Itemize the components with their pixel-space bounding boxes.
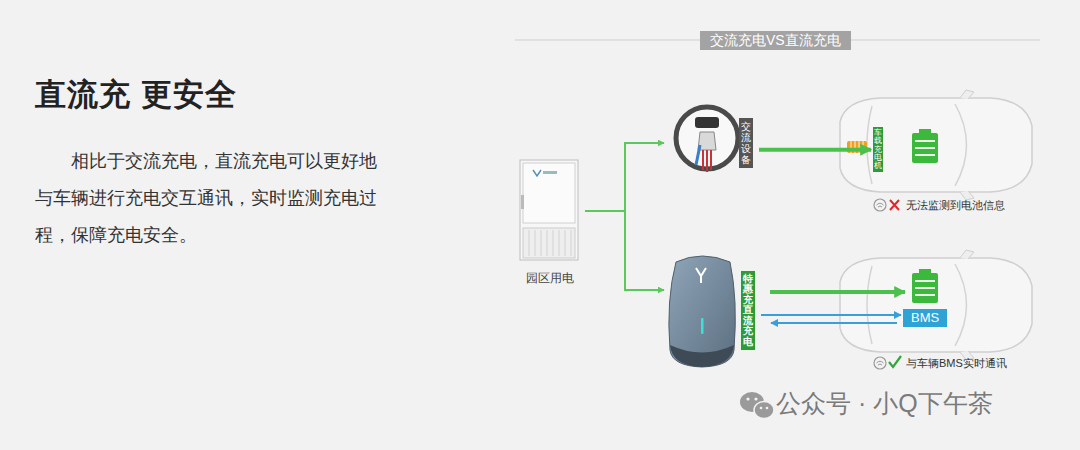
drawing-part <box>840 90 1032 200</box>
drawing-part <box>840 250 1032 360</box>
connector-line <box>585 143 664 211</box>
page-title: 直流充 更安全 <box>35 74 237 116</box>
drawing-part <box>523 228 575 258</box>
onboard-charger-label: 车载充电机 <box>873 127 883 172</box>
body-text: 相比于交流充电，直流充电可以更好地与车辆进行充电交互通讯，实时监测充电过程，保障… <box>35 143 385 254</box>
drawing-part <box>529 230 571 256</box>
drawing-part <box>912 269 938 303</box>
connector <box>585 211 664 290</box>
drawing-part <box>521 195 524 209</box>
drawing-part <box>760 407 763 410</box>
drawing-part <box>746 397 749 400</box>
drawing-part <box>703 150 711 172</box>
node-label: 园区用电 <box>515 270 585 287</box>
header-band: 交流充电VS直流充电 <box>700 31 851 50</box>
drawing-part <box>766 407 769 410</box>
status-caption: 与车辆BMS实时通讯 <box>906 356 1007 371</box>
connector <box>759 149 871 150</box>
dc-charger <box>669 256 735 367</box>
ac-charger <box>676 107 738 172</box>
connector <box>585 143 664 211</box>
drawing-part <box>701 318 704 334</box>
drawing-part <box>533 170 541 176</box>
drawing-part <box>523 163 575 223</box>
vertical-text: 交流设备 <box>741 121 751 165</box>
vertical-label: 交流设备 <box>739 118 753 168</box>
watermark: 公众号 · 小Q下午茶 <box>776 387 993 420</box>
bms-box: BMS <box>903 309 947 327</box>
vertical-text: 车载充电机 <box>874 129 882 170</box>
connector-line <box>771 322 897 324</box>
charge-arrow <box>770 290 905 294</box>
connector-line <box>585 211 664 290</box>
dc-charger-node: 特惠充直流充电 <box>665 250 757 370</box>
vertical-text: 特惠充直流充电 <box>743 274 753 347</box>
vertical-label: 特惠充直流充电 <box>740 270 756 351</box>
wechat-icon <box>740 392 774 419</box>
drawing-part <box>543 171 557 174</box>
drawing-part <box>696 268 706 283</box>
drawing-part <box>696 145 700 165</box>
drawing-part <box>669 256 735 367</box>
drawing-part <box>695 117 719 128</box>
connector-line <box>761 314 901 316</box>
drawing-part <box>754 402 774 419</box>
power-cabinet <box>520 160 578 260</box>
source-node: 园区用电 <box>515 155 585 287</box>
drawing-part <box>874 357 886 369</box>
connector-line <box>759 148 871 152</box>
drawing-part <box>670 345 734 367</box>
check-mark <box>889 356 901 367</box>
drawing-part <box>912 129 938 163</box>
drawing-part <box>874 199 886 211</box>
drawing-part <box>520 160 578 260</box>
status-caption: 无法监测到电池信息 <box>906 198 1005 213</box>
node-text: BMS <box>911 310 939 325</box>
node-text: 交流充电VS直流充电 <box>710 32 841 48</box>
cross-mark <box>890 200 899 210</box>
connector <box>761 315 901 323</box>
ac-charger-node: 交流设备 <box>665 100 757 188</box>
drawing-part <box>754 397 757 400</box>
